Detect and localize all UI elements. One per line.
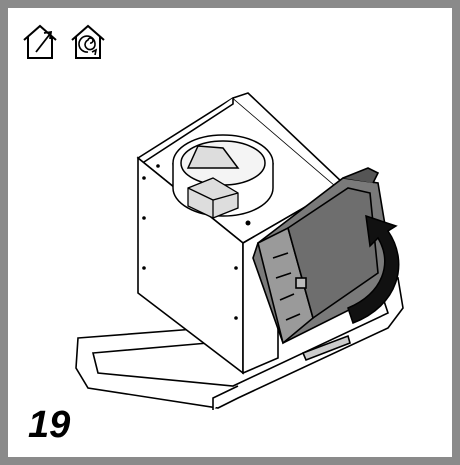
hood-filter-installation-illustration <box>75 92 404 410</box>
step-number: 19 <box>28 404 71 446</box>
mode-icons <box>20 22 108 62</box>
ducted-exhaust-mode-icon <box>23 24 57 59</box>
recirculation-mode-icon <box>71 24 105 59</box>
grease-filter-panel <box>252 167 394 345</box>
rotation-arrow <box>347 214 400 324</box>
connector-block <box>187 177 239 219</box>
